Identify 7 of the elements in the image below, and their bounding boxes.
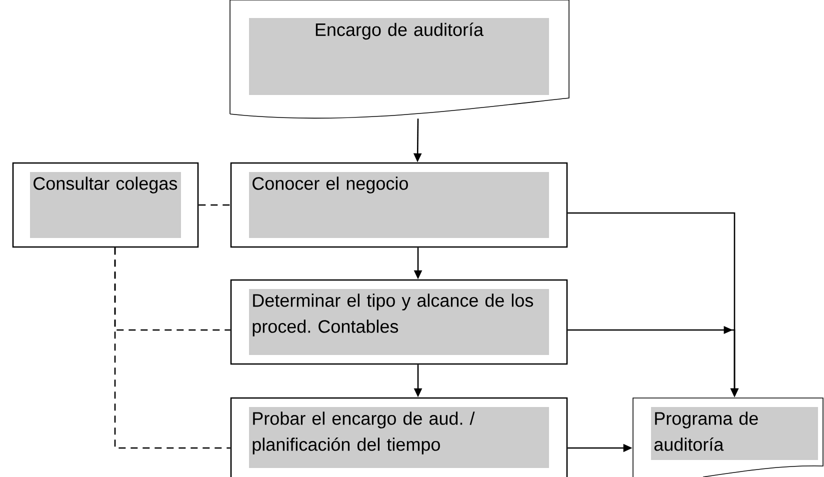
document-shape: Encargo de auditoría — [230, 0, 570, 119]
dashed-line — [114, 248, 230, 449]
process-box: Probar el encargo de aud. / planificación del tiempo — [230, 397, 568, 477]
dashed-line — [198, 204, 230, 206]
process-box: Consultar colegas — [12, 162, 199, 248]
process-box: Conocer el negocio — [230, 162, 568, 248]
process-box: Determinar el tipo y alcance de los proced. Contables — [230, 279, 568, 365]
